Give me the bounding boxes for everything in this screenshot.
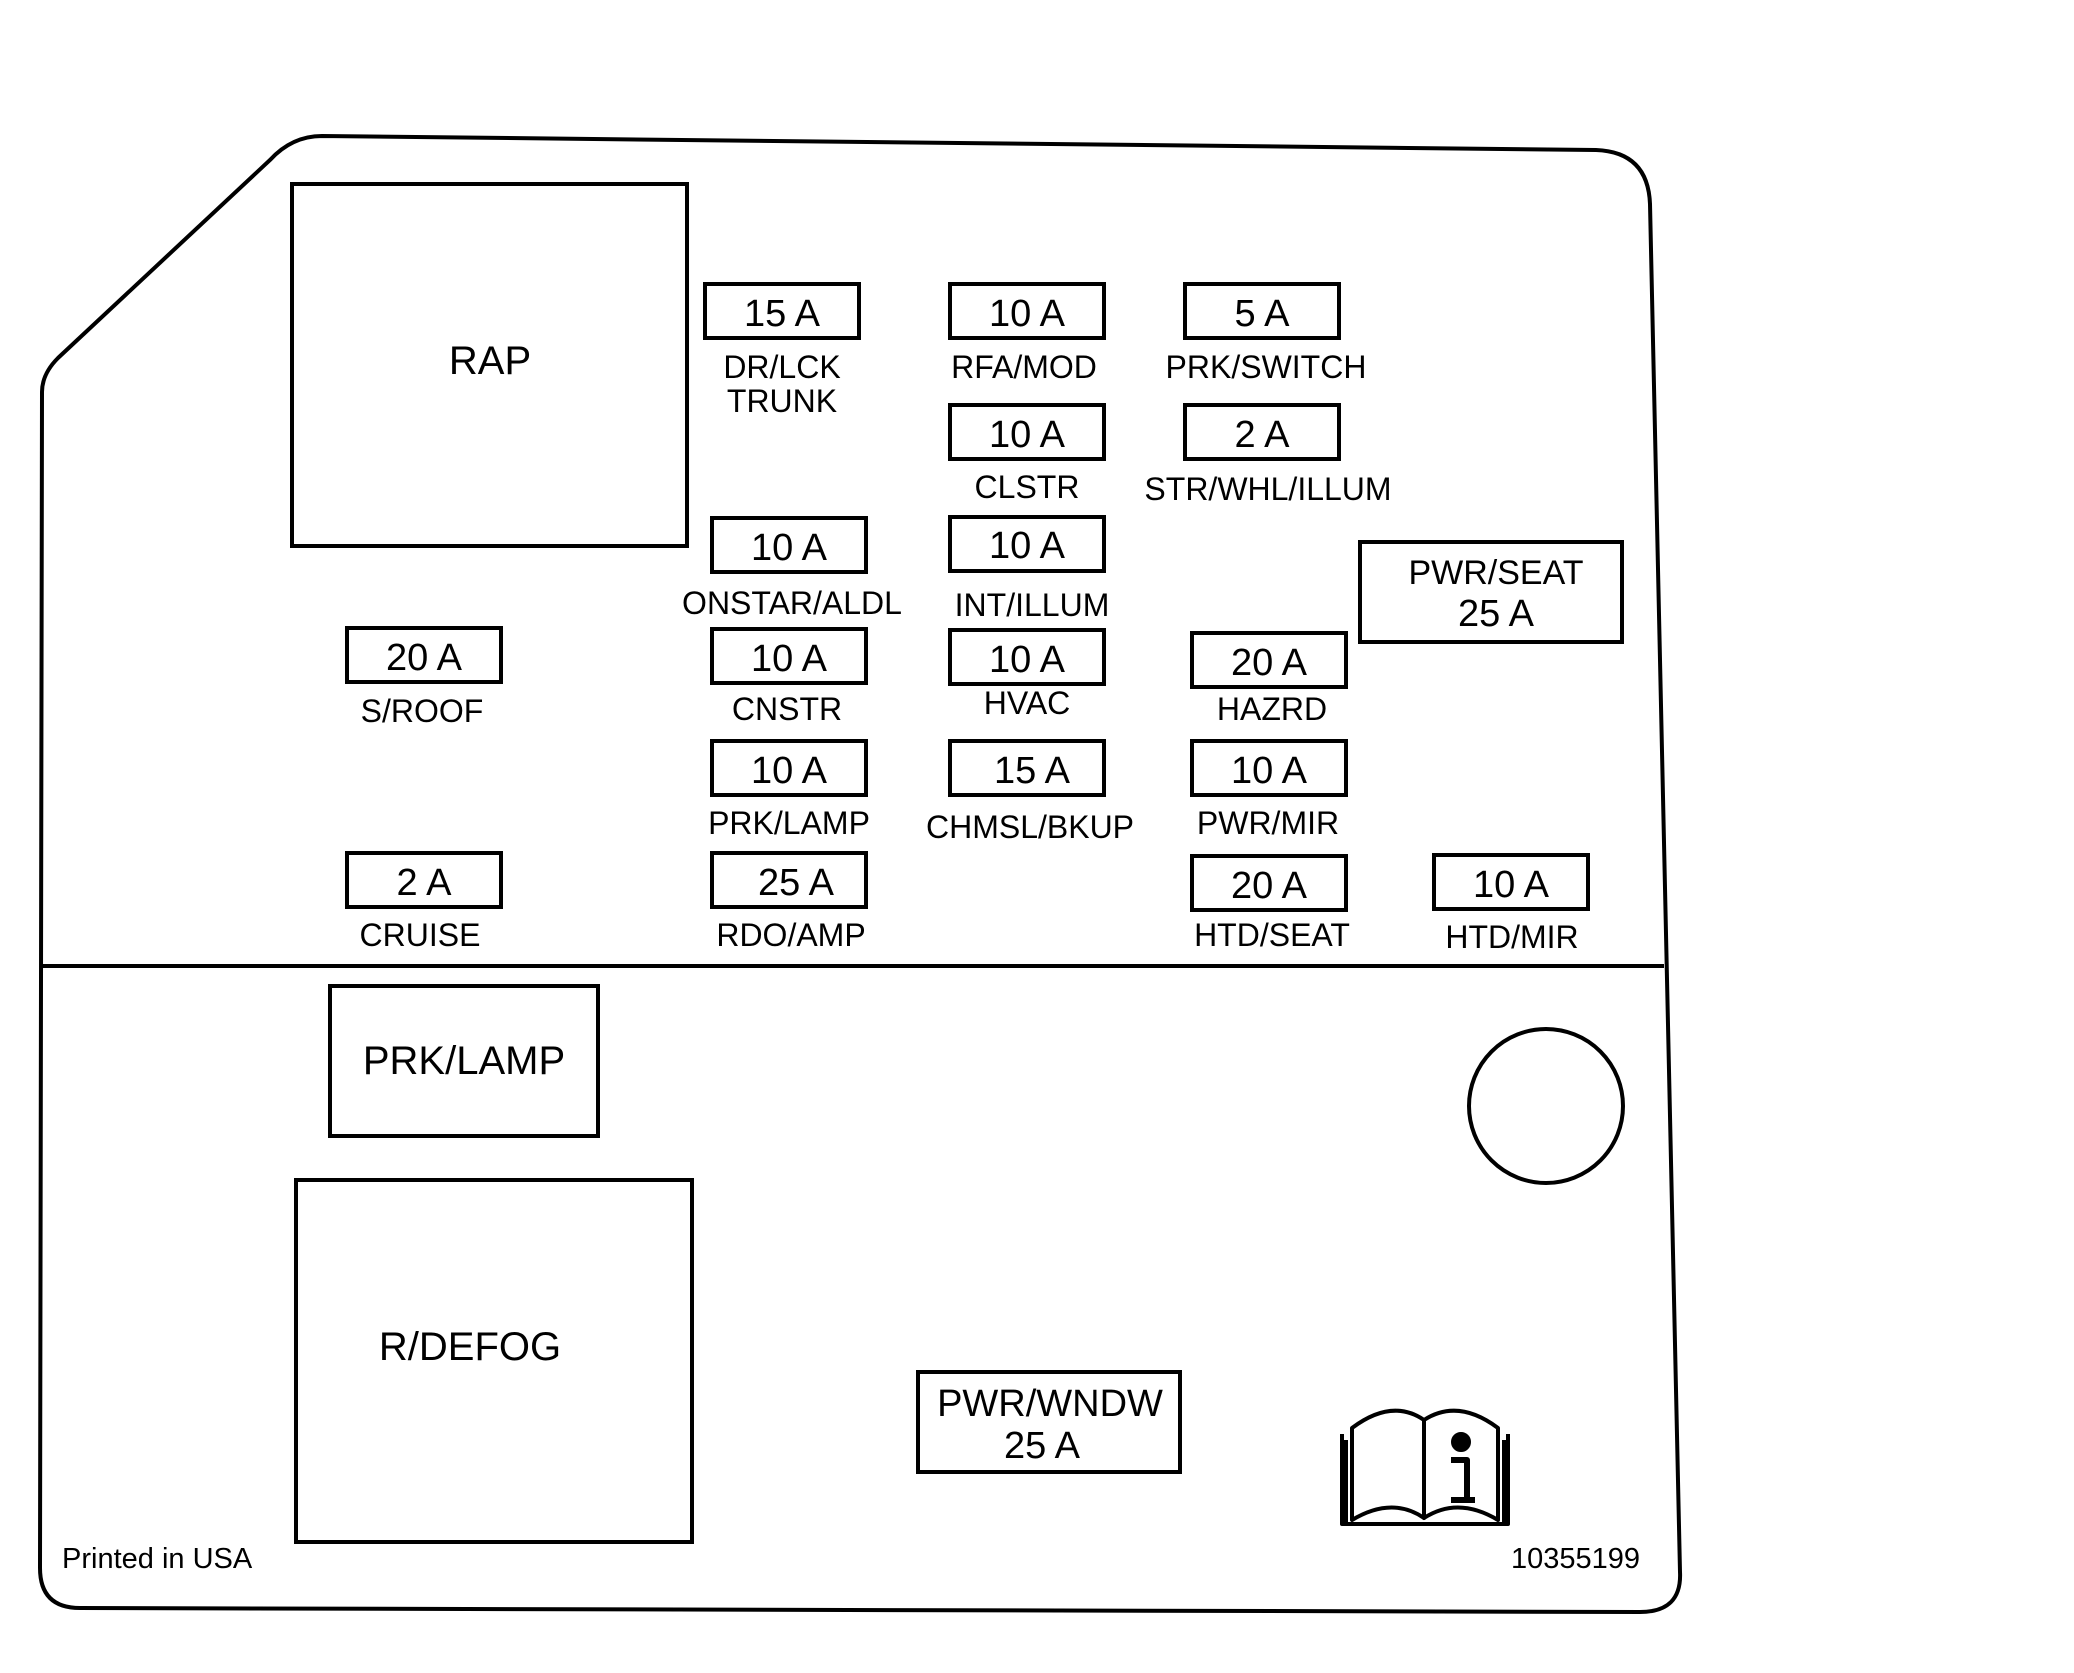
fuse-chmsl-bkup-rating: 15 A <box>994 750 1071 792</box>
relay-r-defog-label: R/DEFOG <box>379 1325 561 1369</box>
fuse-dr-lck-label: DR/LCK <box>723 349 840 385</box>
fuse-prk-switch-label: PRK/SWITCH <box>1166 349 1367 385</box>
fuse-str-whl-illum: 2 A STR/WHL/ILLUM <box>1144 403 1392 507</box>
large-fuse-pwr-wndw: PWR/WNDW 25 A <box>916 1370 1182 1474</box>
large-fuse-pwr-seat: PWR/SEAT 25 A <box>1358 540 1624 644</box>
fuse-dr-lck: 15 A DR/LCK TRUNK <box>703 282 861 419</box>
panel-outline <box>37 133 1683 1615</box>
fuse-rdo-amp: 25 A RDO/AMP <box>710 851 868 953</box>
large-fuse-pwr-wndw-label: PWR/WNDW <box>937 1383 1163 1425</box>
fuse-int-illum: 10 A INT/ILLUM <box>948 515 1110 623</box>
fuse-rfa-mod-rating: 10 A <box>989 293 1066 335</box>
fuse-pwr-mir-label: PWR/MIR <box>1197 805 1339 841</box>
fuse-s-roof: 20 A S/ROOF <box>345 626 503 729</box>
fuse-htd-mir: 10 A HTD/MIR <box>1432 853 1590 955</box>
fuse-htd-seat-label: HTD/SEAT <box>1194 917 1350 953</box>
fuse-rdo-amp-label: RDO/AMP <box>716 917 865 953</box>
fuse-str-whl-illum-rating: 2 A <box>1235 414 1291 456</box>
fuse-htd-seat-rating: 20 A <box>1231 865 1308 907</box>
fuse-cnstr-label: CNSTR <box>732 691 842 727</box>
fuse-hvac-rating: 10 A <box>989 639 1066 681</box>
fuse-onstar-aldl-label: ONSTAR/ALDL <box>682 585 902 621</box>
fuse-cruise-label: CRUISE <box>360 917 481 953</box>
fuse-onstar-aldl-rating: 10 A <box>751 527 828 569</box>
fuse-cnstr: 10 A CNSTR <box>710 627 868 727</box>
part-number: 10355199 <box>1511 1543 1640 1575</box>
fuse-pwr-mir: 10 A PWR/MIR <box>1190 739 1348 841</box>
fuse-int-illum-label: INT/ILLUM <box>955 587 1110 623</box>
relay-r-defog: R/DEFOG <box>294 1178 694 1544</box>
relay-rap: RAP <box>290 182 689 548</box>
fuse-hazrd: 20 A HAZRD <box>1190 631 1348 727</box>
mounting-hole <box>1467 1027 1625 1185</box>
fuse-cruise-rating: 2 A <box>397 862 453 904</box>
fuse-rfa-mod-label: RFA/MOD <box>951 349 1097 385</box>
fuse-clstr-rating: 10 A <box>989 414 1066 456</box>
printed-in-usa: Printed in USA <box>62 1543 253 1575</box>
fuse-clstr-label: CLSTR <box>975 469 1080 505</box>
relay-prk-lamp: PRK/LAMP <box>328 984 600 1138</box>
fuse-prk-lamp-rating: 10 A <box>751 750 828 792</box>
fuse-htd-mir-label: HTD/MIR <box>1445 919 1578 955</box>
large-fuse-pwr-wndw-rating: 25 A <box>1004 1425 1081 1467</box>
large-fuse-pwr-seat-rating: 25 A <box>1458 593 1535 635</box>
manual-info-icon <box>1340 1408 1510 1526</box>
fuse-pwr-mir-rating: 10 A <box>1231 750 1308 792</box>
fuse-hvac-label: HVAC <box>984 685 1071 721</box>
fuse-dr-lck-rating: 15 A <box>744 293 821 335</box>
relay-prk-lamp-label: PRK/LAMP <box>363 1039 565 1083</box>
fuse-str-whl-illum-label: STR/WHL/ILLUM <box>1144 471 1391 507</box>
fuse-cruise: 2 A CRUISE <box>345 851 503 953</box>
fuse-rfa-mod: 10 A RFA/MOD <box>948 282 1106 385</box>
fuse-htd-mir-rating: 10 A <box>1473 864 1550 906</box>
fuse-prk-switch-rating: 5 A <box>1235 293 1291 335</box>
fuse-prk-lamp: 10 A PRK/LAMP <box>708 739 870 841</box>
fuse-dr-lck-label2: TRUNK <box>727 383 837 419</box>
fuse-int-illum-rating: 10 A <box>989 525 1066 567</box>
fuse-s-roof-label: S/ROOF <box>361 693 484 729</box>
fuse-chmsl-bkup-label: CHMSL/BKUP <box>926 809 1134 845</box>
fuse-hazrd-label: HAZRD <box>1217 691 1327 727</box>
fuse-prk-switch: 5 A PRK/SWITCH <box>1166 282 1367 385</box>
fuse-hazrd-rating: 20 A <box>1231 642 1308 684</box>
fuse-onstar-aldl: 10 A ONSTAR/ALDL <box>682 516 902 621</box>
fuse-s-roof-rating: 20 A <box>386 637 463 679</box>
fuse-cnstr-rating: 10 A <box>751 638 828 680</box>
fuse-htd-seat: 20 A HTD/SEAT <box>1190 854 1350 953</box>
fuse-hvac: 10 A HVAC <box>948 628 1106 721</box>
fuse-clstr: 10 A CLSTR <box>948 403 1106 505</box>
large-fuse-pwr-seat-label: PWR/SEAT <box>1408 554 1583 592</box>
fuse-chmsl-bkup: 15 A CHMSL/BKUP <box>926 739 1134 845</box>
relay-rap-label: RAP <box>449 339 531 383</box>
fuse-prk-lamp-label: PRK/LAMP <box>708 805 870 841</box>
fuse-rdo-amp-rating: 25 A <box>758 862 835 904</box>
